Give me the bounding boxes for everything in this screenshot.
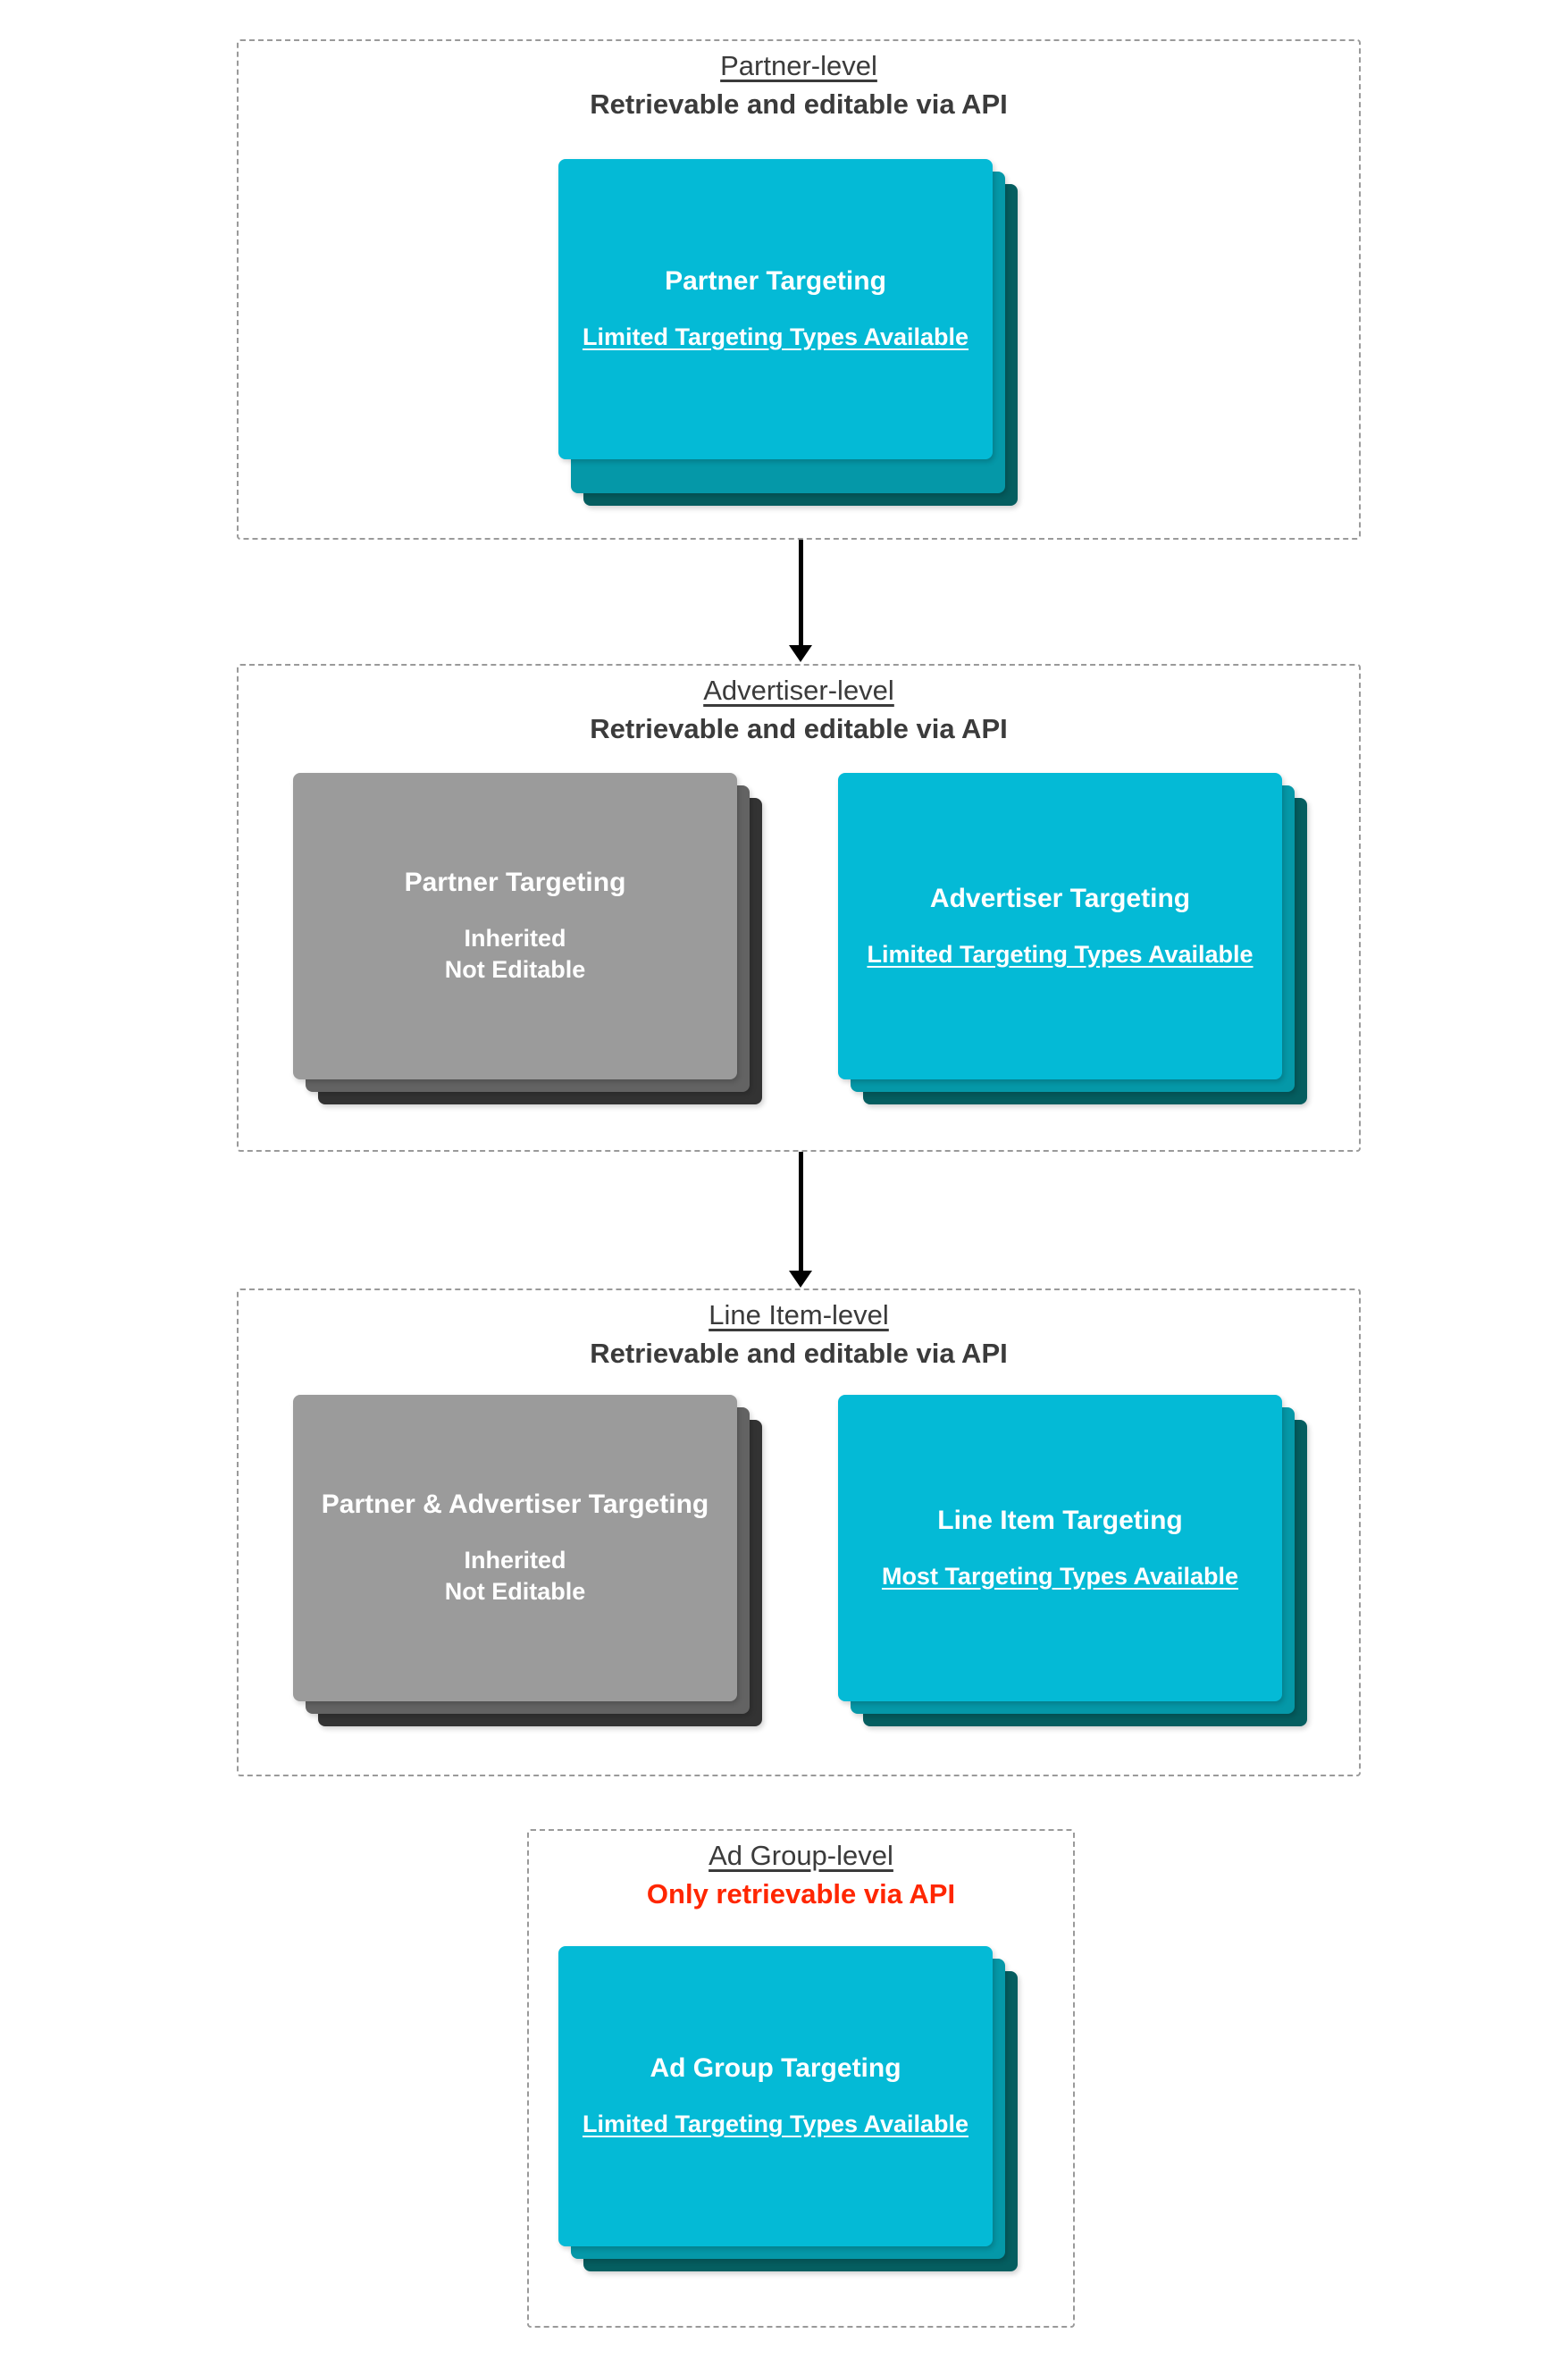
level-title-partner: Partner-level — [720, 50, 877, 81]
card-stack-partner-targeting-inherited: Partner Targeting Inherited Not Editable — [293, 773, 776, 1130]
card-stack-ad-group-targeting: Ad Group Targeting Limited Targeting Typ… — [558, 1946, 1041, 2304]
card-stack-advertiser-targeting: Advertiser Targeting Limited Targeting T… — [838, 773, 1321, 1130]
card-ad-group-targeting[interactable]: Ad Group Targeting Limited Targeting Typ… — [558, 1946, 993, 2246]
card-advertiser-targeting[interactable]: Advertiser Targeting Limited Targeting T… — [838, 773, 1282, 1079]
arrow-shaft — [799, 540, 803, 645]
arrow-head — [789, 645, 812, 662]
card-note: Inherited Not Editable — [444, 1546, 586, 1606]
card-note: Limited Targeting Types Available — [582, 2111, 969, 2138]
level-title-line-item: Line Item-level — [709, 1299, 889, 1330]
card-stack-line-item-targeting: Line Item Targeting Most Targeting Types… — [838, 1395, 1321, 1752]
level-title-advertiser: Advertiser-level — [703, 675, 894, 706]
level-heading-advertiser: Advertiser-level Retrievable and editabl… — [237, 675, 1361, 745]
level-container-ad-group — [527, 1829, 1075, 2328]
level-subtitle-ad-group: Only retrievable via API — [646, 1877, 956, 1910]
card-partner-targeting[interactable]: Partner Targeting Limited Targeting Type… — [558, 159, 993, 459]
level-heading-partner: Partner-level Retrievable and editable v… — [237, 50, 1361, 121]
arrow-head — [789, 1271, 812, 1288]
arrow-shaft — [799, 1152, 803, 1271]
level-title-ad-group: Ad Group-level — [709, 1840, 893, 1871]
card-note: Inherited Not Editable — [444, 924, 586, 984]
level-container-partner — [237, 39, 1361, 540]
level-container-advertiser — [237, 664, 1361, 1152]
card-title: Line Item Targeting — [937, 1505, 1183, 1535]
level-heading-line-item: Line Item-level Retrievable and editable… — [237, 1299, 1361, 1370]
card-title: Partner Targeting — [404, 867, 626, 897]
card-note: Limited Targeting Types Available — [582, 323, 969, 351]
level-subtitle-line-item: Retrievable and editable via API — [590, 1337, 1008, 1369]
card-title: Advertiser Targeting — [929, 883, 1191, 913]
card-partner-targeting-inherited[interactable]: Partner Targeting Inherited Not Editable — [293, 773, 737, 1079]
card-line-item-targeting[interactable]: Line Item Targeting Most Targeting Types… — [838, 1395, 1282, 1701]
card-title: Partner Targeting — [665, 266, 886, 297]
card-note: Most Targeting Types Available — [881, 1562, 1239, 1590]
card-title: Ad Group Targeting — [650, 2053, 901, 2084]
level-heading-ad-group: Ad Group-level Only retrievable via API — [527, 1840, 1075, 1910]
card-partner-advertiser-targeting-inherited[interactable]: Partner & Advertiser Targeting Inherited… — [293, 1395, 737, 1701]
card-stack-partner-targeting: Partner Targeting Limited Targeting Type… — [558, 159, 1041, 516]
card-note: Limited Targeting Types Available — [867, 940, 1254, 968]
level-container-line-item — [237, 1288, 1361, 1776]
level-subtitle-advertiser: Retrievable and editable via API — [590, 712, 1008, 744]
card-title: Partner & Advertiser Targeting — [321, 1489, 709, 1519]
card-stack-partner-advertiser-targeting-inherited: Partner & Advertiser Targeting Inherited… — [293, 1395, 776, 1752]
level-subtitle-partner: Retrievable and editable via API — [590, 88, 1008, 120]
